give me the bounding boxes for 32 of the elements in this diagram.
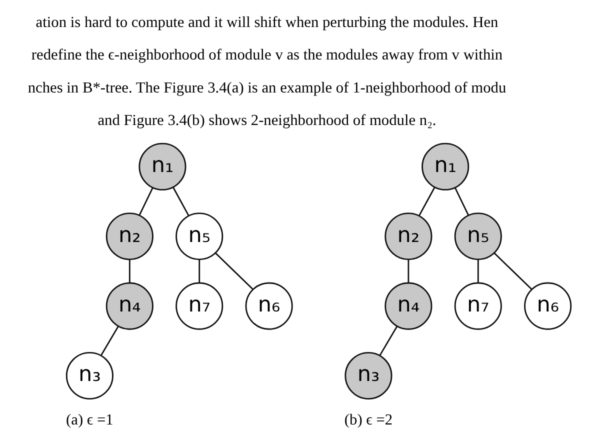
- connector: [476, 260, 478, 283]
- label: (a) ϵ =1: [66, 411, 113, 428]
- node-circle: n₁: [421, 142, 469, 190]
- connector: [418, 186, 435, 216]
- connector: [100, 326, 118, 356]
- node-circle: n₇: [175, 282, 223, 330]
- connector: [198, 260, 200, 283]
- label: (b) ϵ =2: [344, 411, 392, 428]
- node-circle: n₂: [105, 212, 153, 260]
- label: ation is hard to compute and it will shift when perturbing the modules. Hen: [35, 14, 498, 31]
- node-circle: n₅: [175, 212, 223, 260]
- connector: [454, 187, 469, 216]
- node-circle: n₂: [384, 212, 432, 260]
- node-circle: n₅: [454, 212, 502, 260]
- connector: [138, 187, 153, 216]
- label: nches in B*-tree. The Figure 3.4(a) is an example of 1-neighborhood of modu: [27, 79, 506, 96]
- connector: [493, 252, 532, 290]
- node-circle: n₃: [65, 352, 113, 400]
- connector: [214, 252, 253, 290]
- node-circle: n₇: [454, 282, 502, 330]
- connector: [172, 186, 189, 216]
- node-circle: n₆: [524, 282, 572, 330]
- node-circle: n₄: [105, 282, 153, 330]
- node-circle: n₄: [384, 282, 432, 330]
- connector: [378, 326, 398, 356]
- connector: [128, 260, 130, 283]
- label: and Figure 3.4(b) shows 2-neighborhood of module n₂.: [97, 112, 436, 130]
- node-circle: n₁: [138, 142, 186, 190]
- label: redefine the ϵ-neighborhood of module v as the modules away from v within: [30, 46, 502, 64]
- node-circle: n₃: [344, 352, 392, 400]
- connector: [407, 260, 409, 283]
- node-circle: n₆: [244, 282, 292, 330]
